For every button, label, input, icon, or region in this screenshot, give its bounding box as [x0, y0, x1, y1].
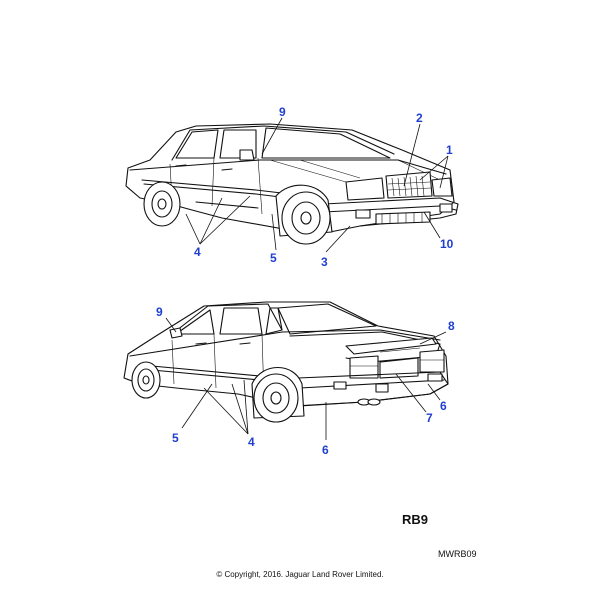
- callout-6-bumper: 6: [322, 443, 329, 457]
- copyright-notice: © Copyright, 2016. Jaguar Land Rover Lim…: [216, 570, 384, 579]
- sedan-rear-view: [123, 301, 449, 423]
- callout-9: 9: [279, 105, 286, 119]
- callout-4: 4: [248, 435, 255, 449]
- callout-5: 5: [270, 251, 277, 265]
- callout-9: 9: [156, 305, 163, 319]
- sedan-front-view: [125, 123, 459, 245]
- top-callouts: 9 2 1 4 5 3 10: [185, 105, 454, 269]
- callout-6-bumper-end: 6: [440, 399, 447, 413]
- bottom-callouts: 9 8 5 4 7 6 6: [156, 305, 455, 457]
- callout-10: 10: [440, 237, 454, 251]
- callout-1: 1: [446, 143, 453, 157]
- callout-8: 8: [448, 319, 455, 333]
- callout-4: 4: [194, 245, 201, 259]
- callout-5: 5: [172, 431, 179, 445]
- callout-3: 3: [321, 255, 328, 269]
- callout-2: 2: [416, 111, 423, 125]
- reference-code: RB9: [402, 512, 429, 527]
- callout-7: 7: [426, 411, 433, 425]
- drawing-code: MWRB09: [438, 549, 477, 559]
